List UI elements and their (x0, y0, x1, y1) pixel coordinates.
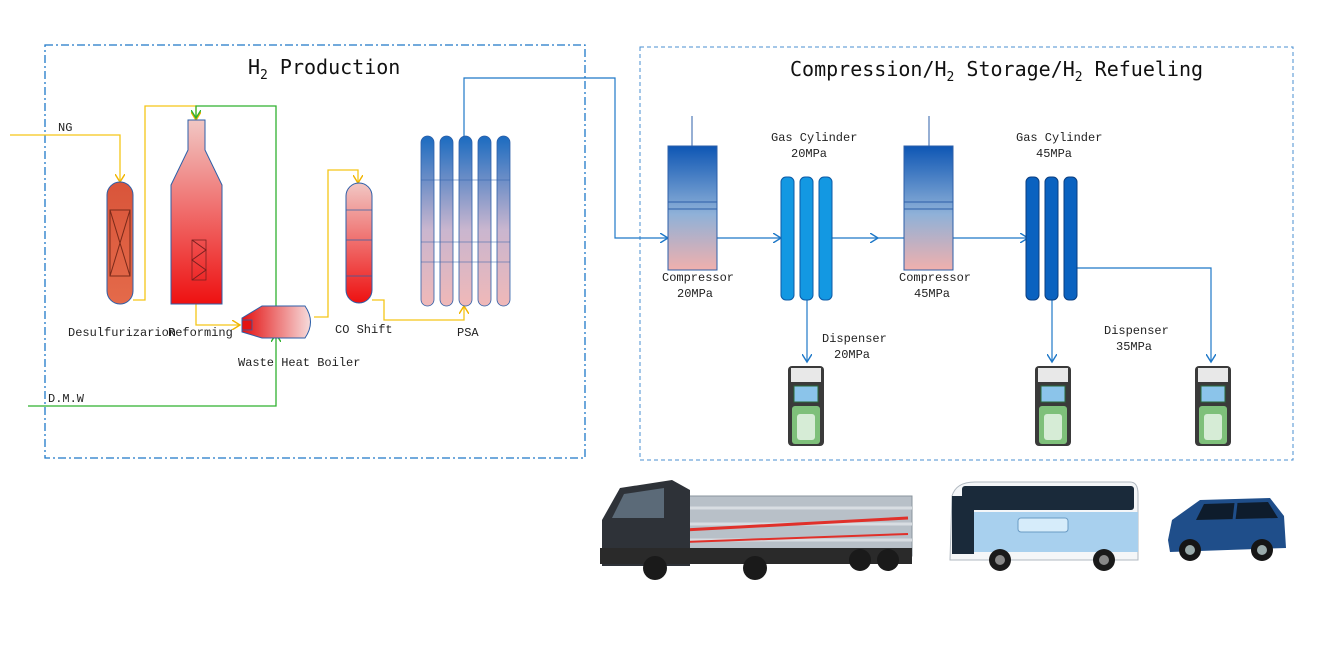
co-shift-reactor (345, 182, 373, 304)
gas-cylinder-20mpa (780, 176, 833, 301)
refueling-title: Compression/H2 Storage/H2 Refueling (790, 57, 1203, 85)
boiler-to-coshift-line (314, 169, 358, 318)
steam-to-reforming-line (196, 105, 277, 306)
cyl2-to-dispenser3-line (1077, 267, 1211, 362)
tube-trailer-truck-icon (600, 480, 913, 580)
cylinder2-name: Gas Cylinder (1016, 131, 1102, 145)
bus-icon (949, 481, 1139, 571)
ng-label: NG (58, 121, 72, 135)
psa-columns (420, 135, 511, 307)
refueling-frame (639, 46, 1294, 461)
compressor2-name: Compressor (899, 271, 971, 285)
desulfurization-vessel (106, 181, 134, 305)
dispenser-icon (788, 366, 824, 446)
cylinder1-name: Gas Cylinder (771, 131, 857, 145)
compressor1-pressure: 20MPa (677, 287, 713, 301)
reforming-label: Reforming (168, 326, 233, 340)
cylinder2-pressure: 45MPa (1036, 147, 1072, 161)
dispenser1-name: Dispenser (822, 332, 887, 346)
dispenser1-pressure: 20MPa (834, 348, 870, 362)
gas-cylinder-45mpa (1025, 176, 1078, 301)
dispenser2-pressure: 35MPa (1116, 340, 1152, 354)
psa-label: PSA (457, 326, 479, 340)
reforming-to-boiler-line (195, 300, 240, 325)
reforming-furnace (170, 119, 223, 305)
co-shift-label: CO Shift (335, 323, 393, 337)
compressor-20mpa (667, 116, 718, 271)
dispenser-icon (1195, 366, 1231, 446)
car-icon (1168, 498, 1286, 561)
desulfurization-label: Desulfurizarion (68, 326, 176, 340)
hydrogen-product-line (463, 77, 668, 238)
dmw-label: D.M.W (48, 392, 85, 406)
production-frame (44, 44, 586, 459)
dispenser2-name: Dispenser (1104, 324, 1169, 338)
production-title: H2 Production (248, 55, 400, 83)
cylinder1-pressure: 20MPa (791, 147, 827, 161)
ng-stream-line (10, 134, 120, 182)
dispenser-icon (1035, 366, 1071, 446)
waste-heat-boiler (241, 305, 311, 339)
compressor1-name: Compressor (662, 271, 734, 285)
compressor2-pressure: 45MPa (914, 287, 950, 301)
compressor-45mpa (903, 116, 954, 271)
dmw-stream-line (28, 334, 276, 407)
coshift-to-psa-line (372, 299, 464, 321)
waste-heat-boiler-label: Waste Heat Boiler (238, 356, 360, 370)
